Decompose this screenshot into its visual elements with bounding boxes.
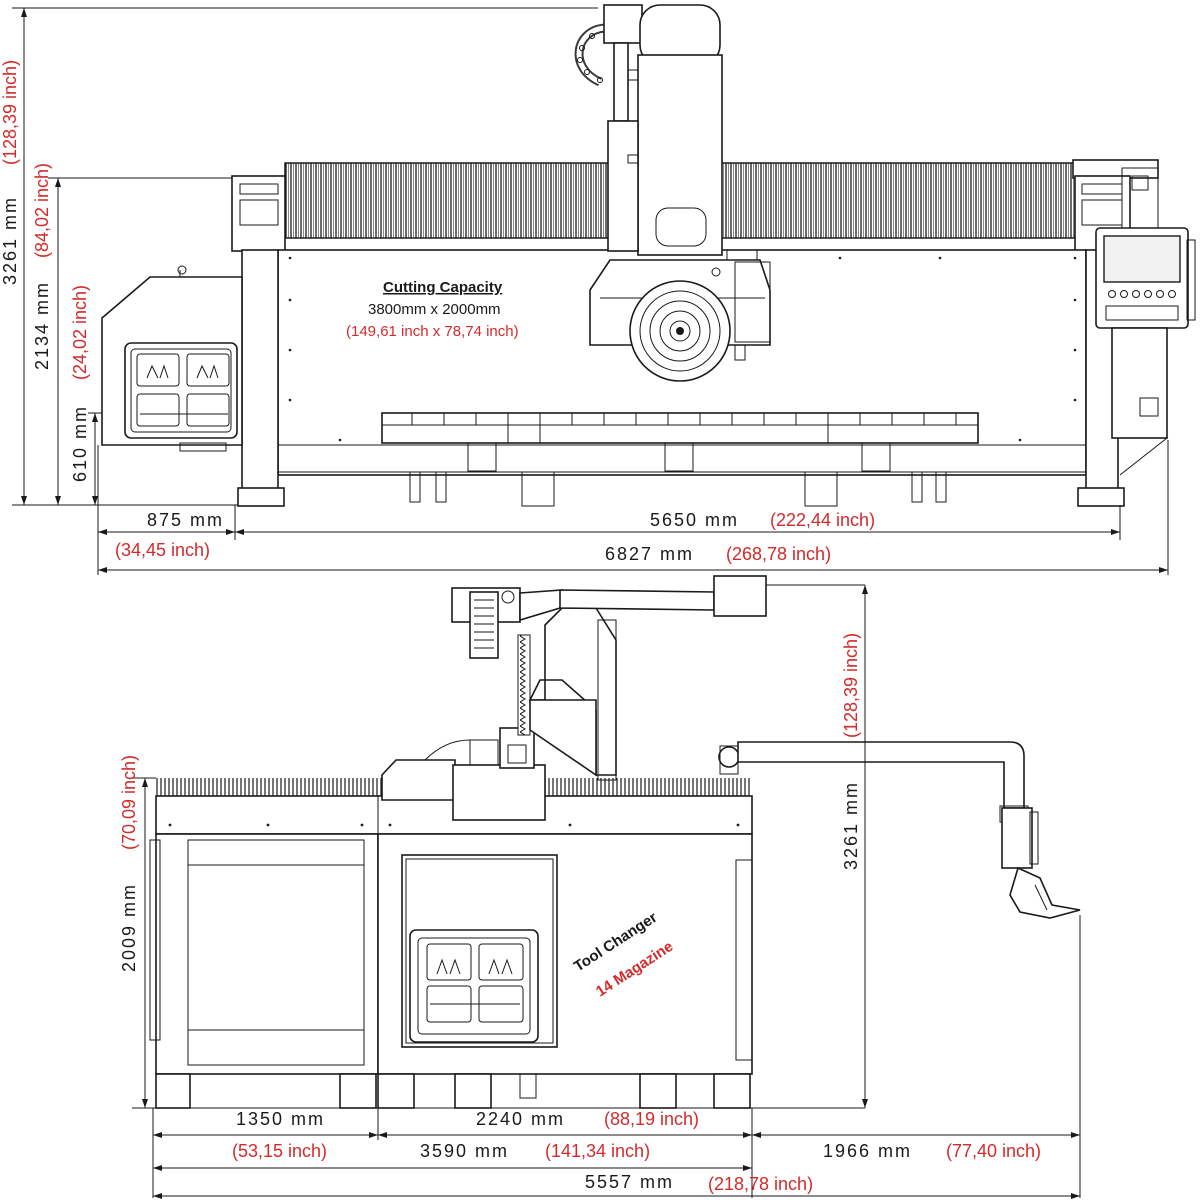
frame-width-inch: (141,34 inch) <box>545 1141 650 1161</box>
left-offset-inch: (34,45 inch) <box>115 540 210 560</box>
cutting-capacity-inch: (149,61 inch x 78,74 inch) <box>346 323 519 340</box>
front-overall-height-mm: 3261 mm <box>0 196 20 285</box>
rail-span-mm: 5650 mm <box>650 510 739 530</box>
bridge-height-mm: 2134 mm <box>32 281 52 370</box>
right-section-inch: (88,19 inch) <box>604 1109 699 1129</box>
rail-span-inch: (222,44 inch) <box>770 510 875 530</box>
left-offset-mm: 875 mm <box>147 510 224 530</box>
side-view: Tool Changer 14 Magazine 2009 mm (70,09 … <box>119 575 1081 1199</box>
frame-width-mm: 3590 mm <box>420 1141 509 1161</box>
front-view: Cutting Capacity 3800mm x 2000mm (149,61… <box>0 4 1196 575</box>
overall-length-inch: (268,78 inch) <box>726 544 831 564</box>
frame-height-inch: (70,09 inch) <box>119 755 139 850</box>
table-height-mm: 610 mm <box>70 405 90 482</box>
frame-height-mm: 2009 mm <box>119 883 139 972</box>
arm-reach-inch: (77,40 inch) <box>946 1141 1041 1161</box>
left-section-inch: (53,15 inch) <box>232 1141 327 1161</box>
overall-width-mm: 5557 mm <box>585 1172 674 1192</box>
cutting-capacity-mm: 3800mm x 2000mm <box>368 301 501 318</box>
cutting-capacity-title: Cutting Capacity <box>383 279 503 296</box>
table-height-inch: (24,02 inch) <box>70 285 90 380</box>
overall-width-inch: (218,78 inch) <box>708 1174 813 1194</box>
arm-reach-mm: 1966 mm <box>823 1141 912 1161</box>
side-overall-height-mm: 3261 mm <box>841 781 861 870</box>
overall-length-mm: 6827 mm <box>605 544 694 564</box>
right-section-mm: 2240 mm <box>476 1109 565 1129</box>
bridge-height-inch: (84,02 inch) <box>32 163 52 258</box>
side-overall-height-inch: (128,39 inch) <box>841 633 861 738</box>
left-section-mm: 1350 mm <box>236 1109 325 1129</box>
front-overall-height-inch: (128,39 inch) <box>0 60 20 165</box>
